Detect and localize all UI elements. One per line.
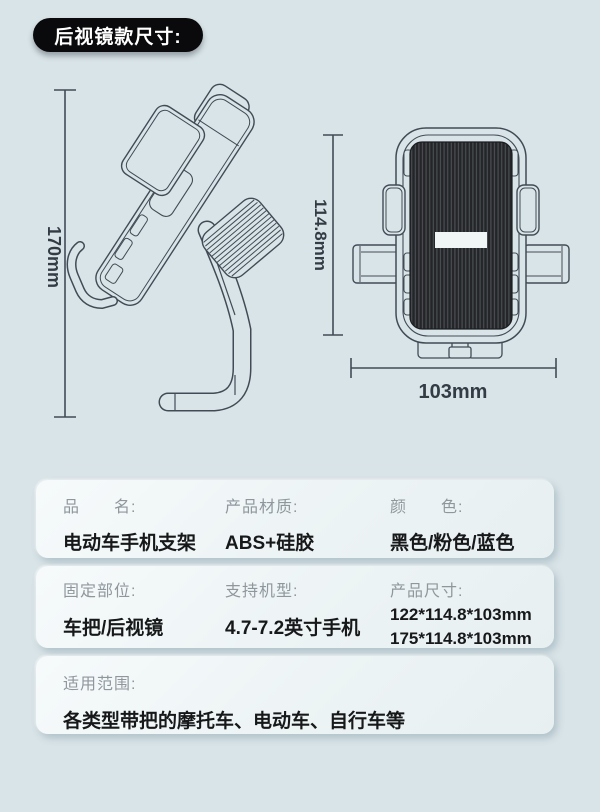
spec-value: 4.7-7.2英寸手机 bbox=[225, 618, 361, 639]
side-height-label: 170mm bbox=[44, 226, 64, 288]
spec-value-size-2: 175*114.8*103mm bbox=[390, 629, 532, 648]
adjust-knob bbox=[201, 197, 285, 279]
side-view-diagram: 170mm bbox=[44, 83, 285, 418]
spec-card-applicability: 适用范围: 各类型带把的摩托车、电动车、自行车等 bbox=[36, 656, 554, 734]
spec-value: 电动车手机支架 bbox=[63, 533, 197, 554]
front-height-label: 114.8mm bbox=[311, 199, 330, 271]
spec-value: 各类型带把的摩托车、电动车、自行车等 bbox=[63, 711, 406, 732]
mirror-hook bbox=[66, 241, 118, 310]
spec-field-product-size: 产品尺寸: 122*114.8*103mm 175*114.8*103mm bbox=[390, 566, 554, 649]
spec-label: 品 名: bbox=[63, 499, 137, 516]
title-badge: 后视镜款尺寸: bbox=[33, 18, 203, 52]
phone-cradle-side bbox=[95, 83, 255, 306]
spec-value-size-1: 122*114.8*103mm bbox=[390, 605, 532, 624]
spec-label: 颜 色: bbox=[390, 499, 464, 516]
spec-card-basic: 品 名: 电动车手机支架 产品材质: ABS+硅胶 颜 色: 黑色/粉色/蓝色 bbox=[36, 480, 554, 558]
spec-field-color: 颜 色: 黑色/粉色/蓝色 bbox=[390, 480, 554, 558]
spec-label: 固定部位: bbox=[63, 583, 137, 600]
spec-field-scope: 适用范围: 各类型带把的摩托车、电动车、自行车等 bbox=[63, 656, 554, 734]
spec-label: 产品尺寸: bbox=[390, 583, 464, 600]
spec-field-product-name: 品 名: 电动车手机支架 bbox=[63, 480, 225, 558]
side-height-dimension bbox=[54, 89, 76, 418]
side-clamps bbox=[382, 184, 540, 236]
spec-value: ABS+硅胶 bbox=[225, 533, 315, 554]
front-view-diagram: 114.8mm bbox=[311, 127, 570, 403]
handlebar-rods bbox=[352, 244, 570, 284]
holder-body bbox=[395, 127, 527, 344]
front-width-label: 103mm bbox=[419, 381, 488, 403]
spec-label: 产品材质: bbox=[225, 499, 299, 516]
spec-label: 支持机型: bbox=[225, 583, 299, 600]
front-width-dimension bbox=[350, 358, 557, 378]
spec-field-supported-phones: 支持机型: 4.7-7.2英寸手机 bbox=[225, 566, 390, 649]
title-badge-label: 后视镜款尺寸: bbox=[54, 26, 182, 48]
spec-label: 适用范围: bbox=[63, 676, 137, 693]
spec-field-mount-position: 固定部位: 车把/后视镜 bbox=[63, 566, 225, 649]
front-height-dimension bbox=[323, 134, 343, 336]
spec-value: 黑色/粉色/蓝色 bbox=[390, 533, 515, 554]
panel-slot bbox=[435, 232, 487, 248]
spec-field-material: 产品材质: ABS+硅胶 bbox=[225, 480, 390, 558]
spec-value: 车把/后视镜 bbox=[63, 618, 164, 639]
spec-card-mounting: 固定部位: 车把/后视镜 支持机型: 4.7-7.2英寸手机 产品尺寸: 122… bbox=[36, 566, 554, 648]
